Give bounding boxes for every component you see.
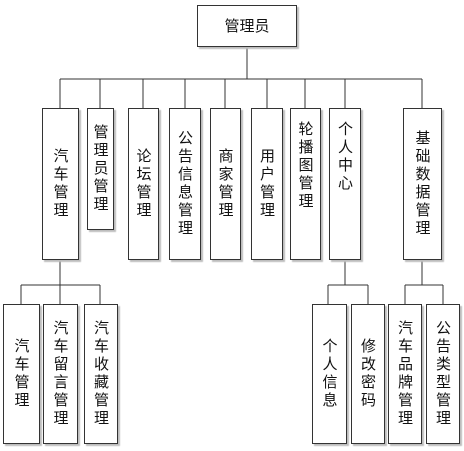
node-personal-info: 个人信息 (312, 304, 347, 444)
node-user-management: 用户管理 (251, 108, 283, 260)
node-personal-center: 个人中心 (329, 108, 361, 260)
node-car-management: 汽车管理 (42, 108, 79, 260)
node-car-brand-management: 汽车品牌管理 (388, 304, 422, 444)
node-change-password: 修改密码 (351, 304, 385, 444)
node-notice-type-management: 公告类型管理 (426, 304, 460, 444)
root-node: 管理员 (197, 5, 297, 47)
node-notice-management: 公告信息管理 (169, 108, 201, 260)
node-car-sub-management: 汽车管理 (3, 304, 40, 444)
node-forum-management: 论坛管理 (128, 108, 159, 260)
node-car-favorite-management: 汽车收藏管理 (84, 304, 118, 444)
node-admin-management: 管理员管理 (87, 108, 114, 230)
node-merchant-management: 商家管理 (210, 108, 241, 260)
root-label: 管理员 (224, 17, 270, 35)
node-basic-data-management: 基础数据管理 (403, 108, 442, 260)
node-carousel-management: 轮播图管理 (290, 108, 321, 260)
node-car-message-management: 汽车留言管理 (43, 304, 78, 444)
